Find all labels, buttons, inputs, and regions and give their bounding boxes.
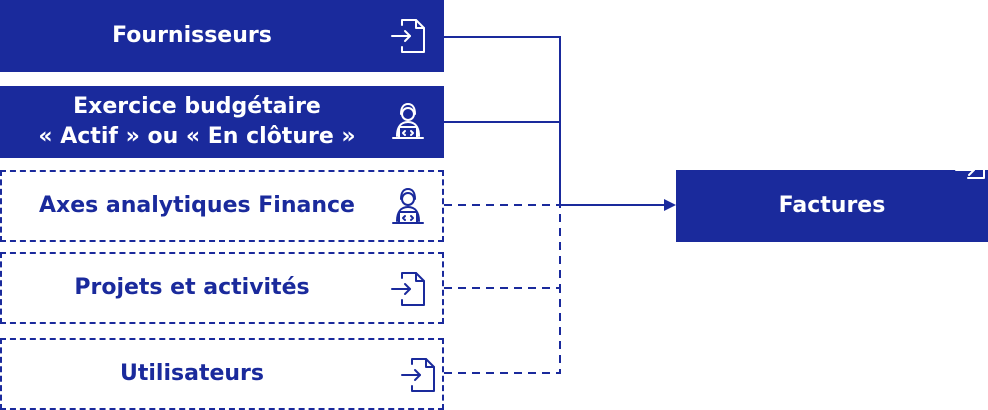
import-icon: [952, 156, 988, 186]
source-box-utilisateurs: Utilisateurs: [0, 338, 444, 410]
source-box-projets-activites: Projets et activités: [0, 252, 444, 324]
target-label: Factures: [778, 193, 886, 218]
arrowhead: [664, 199, 676, 211]
connector-projets: [444, 205, 561, 289]
developer-icon: [388, 185, 428, 225]
developer-icon: [388, 100, 428, 140]
source-box-axes-analytiques: Axes analytiques Finance: [0, 170, 444, 242]
connector-utilisateurs: [444, 288, 561, 374]
connector-fournisseurs: [444, 36, 561, 205]
source-label: Exercice budgétaire « Actif » ou « En cl…: [38, 94, 356, 149]
source-label: Projets et activités: [74, 275, 310, 300]
source-label: Fournisseurs: [112, 23, 272, 48]
file-import-icon: [388, 16, 428, 56]
source-label: Utilisateurs: [120, 361, 264, 386]
file-import-icon: [388, 269, 428, 309]
file-import-icon: [398, 355, 438, 395]
source-box-fournisseurs: Fournisseurs: [0, 0, 444, 72]
target-box-factures: Factures: [676, 156, 988, 242]
source-box-exercice-budgetaire: Exercice budgétaire « Actif » ou « En cl…: [0, 86, 444, 158]
source-label: Axes analytiques Finance: [39, 193, 355, 218]
